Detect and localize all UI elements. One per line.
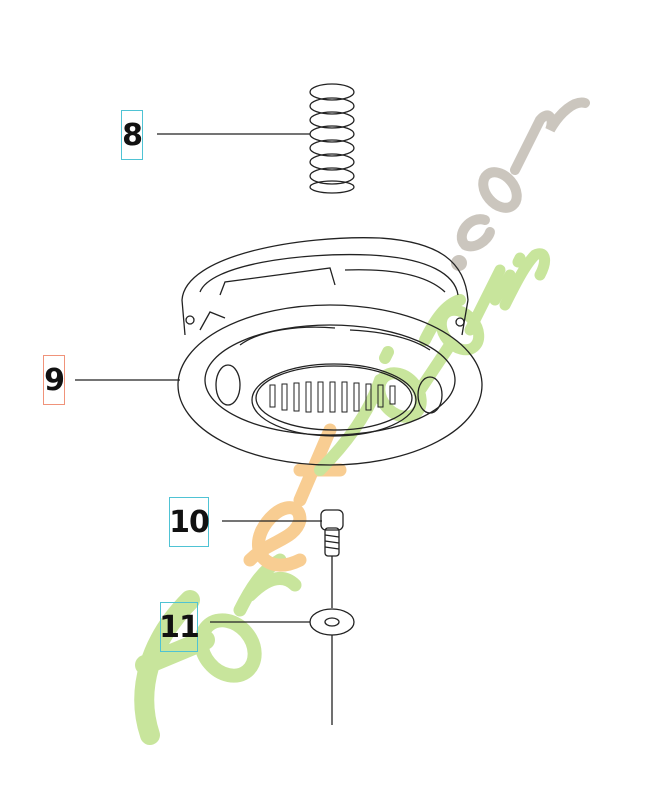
callout-9-label: 9: [44, 362, 65, 398]
callout-8-label: 8: [122, 117, 143, 153]
screw-part: [320, 509, 344, 557]
washer-part: [309, 608, 355, 636]
spool-housing-part: [177, 237, 483, 466]
callout-8[interactable]: 8: [121, 110, 143, 160]
watermark-dot: [451, 255, 467, 271]
spring-part: [309, 83, 355, 194]
callout-9[interactable]: 9: [43, 355, 65, 405]
callout-10-label: 10: [169, 504, 210, 540]
callout-11[interactable]: 11: [159, 602, 200, 652]
callout-10[interactable]: 10: [169, 497, 210, 547]
callout-11-label: 11: [159, 609, 200, 645]
